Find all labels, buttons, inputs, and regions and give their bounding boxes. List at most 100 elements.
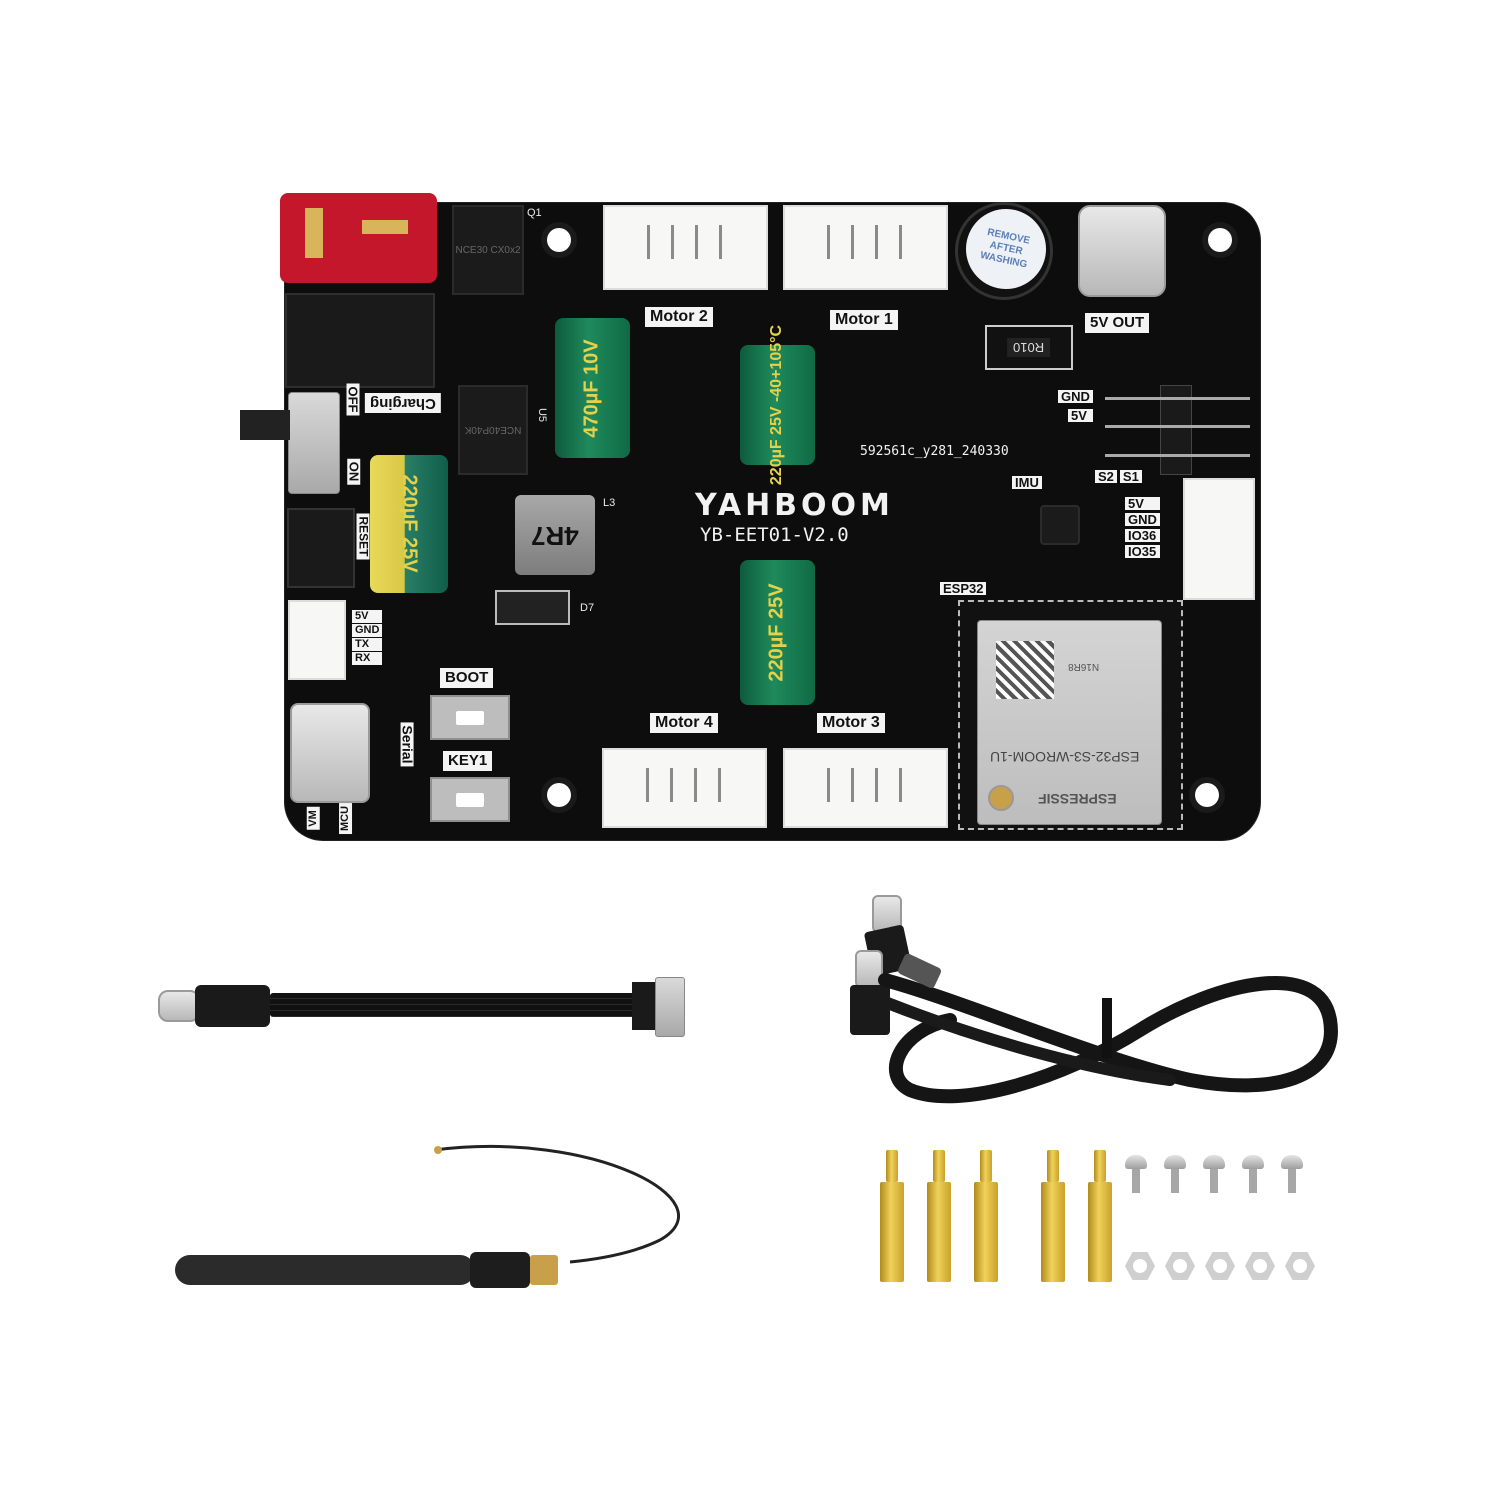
key1-button[interactable] [430, 777, 510, 822]
hex-nuts [1125, 1252, 1315, 1280]
silk-motor-1: Motor 1 [830, 310, 898, 330]
hex-nut [1285, 1252, 1315, 1280]
connector-terminal [305, 208, 323, 258]
serial-usb-c-port[interactable] [290, 703, 370, 803]
servo-label-s1: S1 [1119, 470, 1142, 483]
yahboom-logo: YAHBOOM [695, 488, 894, 523]
mounting-hole [547, 783, 571, 807]
io-connector [1183, 478, 1255, 600]
qr-code [996, 641, 1054, 699]
hex-nut [1125, 1252, 1155, 1280]
brass-standoffs [880, 1150, 1112, 1282]
screws [1125, 1155, 1303, 1195]
capacitor-marking: 220µF 25V -40+105°C [768, 324, 786, 486]
inductor-marking: 4R7 [531, 520, 579, 551]
uart-label-gnd: GND [352, 624, 383, 637]
usb-a-plug [655, 977, 685, 1037]
right-angle-usb-c-housing [850, 985, 890, 1035]
5v-out-usb-c-port[interactable] [1078, 205, 1166, 297]
button-cap [456, 710, 484, 725]
capacitor-470uf: 470µF 10V [555, 318, 630, 458]
brass-standoff [880, 1150, 904, 1282]
screw [1242, 1155, 1264, 1195]
connector-terminal [362, 220, 408, 234]
power-slide-switch[interactable] [288, 392, 340, 494]
diode-d7 [495, 590, 570, 625]
silk-5v-out: 5V OUT [1085, 313, 1150, 333]
mounting-hole [1208, 228, 1232, 252]
buzzer: REMOVE AFTER WASHING [958, 201, 1054, 297]
inductor-l3: 4R7 [515, 495, 595, 575]
motor-1-connector [783, 205, 948, 290]
chip-marking: NCE30 CX0x2 [455, 244, 521, 256]
io-label-io36: IO36 [1125, 529, 1160, 542]
servo-label-5v: 5V [1068, 409, 1093, 422]
capacitor-marking: 220µF 25V [398, 474, 421, 574]
servo-label-s2: S2 [1095, 470, 1117, 483]
silk-charging: Charging [365, 393, 441, 413]
screw [1164, 1155, 1186, 1195]
silk-serial: Serial [400, 722, 416, 767]
silk-off: OFF [346, 383, 361, 416]
brass-standoff [974, 1150, 998, 1282]
capacitor-220uf-bottom: 220µF 25V [740, 560, 815, 705]
brass-standoff [1088, 1150, 1112, 1282]
module-variant: N16R8 [1068, 661, 1100, 672]
silk-vm: VM [306, 807, 320, 830]
io-pin-labels: 5V GND IO36 IO35 [1125, 497, 1160, 558]
hex-nut [1165, 1252, 1195, 1280]
uart-label-rx: RX [352, 652, 383, 665]
silk-esp32: ESP32 [940, 582, 987, 595]
dc-jack [285, 293, 435, 388]
capacitor-marking: 220µF 25V [766, 583, 789, 682]
hex-nut [1245, 1252, 1275, 1280]
flat-usb-cable [270, 993, 640, 1017]
usb-c-housing [195, 985, 270, 1027]
switch-lever[interactable] [240, 410, 290, 440]
silk-mcu: MCU [339, 802, 353, 835]
module-model: ESP32-S3-WROOM-1U [990, 749, 1140, 765]
braided-usb-cable [874, 953, 1338, 1104]
servo-pin-header [1160, 385, 1192, 475]
silk-q1: Q1 [527, 207, 542, 219]
shunt-resistor: R010 [985, 325, 1073, 370]
servo-signal-labels: S2 S1 [1095, 470, 1142, 483]
screw [1281, 1155, 1303, 1195]
capacitor-marking: 470µF 10V [581, 338, 604, 438]
boot-button[interactable] [430, 695, 510, 740]
silk-reset: RESET [356, 513, 371, 560]
silk-on: ON [346, 458, 361, 485]
silk-d7: D7 [580, 602, 595, 614]
chip-marking: NCE40P40K [464, 424, 522, 436]
motor-3-connector [783, 748, 948, 828]
motor-4-connector [602, 748, 767, 828]
silk-u5: U5 [536, 407, 549, 423]
io-label-gnd: GND [1125, 513, 1160, 526]
servo-pin-labels: GND 5V [1058, 390, 1093, 422]
uart-label-5v: 5V [352, 610, 383, 623]
io-label-5v: 5V [1125, 497, 1160, 510]
servo-label-gnd: GND [1058, 390, 1093, 403]
brass-standoff [1041, 1150, 1065, 1282]
mounting-hole [547, 228, 571, 252]
resistor-marking: R010 [1007, 338, 1051, 357]
board-model: YB-EET01-V2.0 [700, 524, 849, 546]
silk-imu: IMU [1012, 476, 1042, 489]
module-manufacturer: ESPRESSIF [1038, 791, 1117, 807]
silk-motor-4: Motor 4 [650, 713, 718, 733]
usb-c-plug [158, 990, 200, 1022]
header-pin [1105, 425, 1250, 428]
hex-nut [1205, 1252, 1235, 1280]
mosfet-q1: NCE30 CX0x2 [452, 205, 524, 295]
header-pin [1105, 454, 1250, 457]
io-label-io35: IO35 [1125, 545, 1160, 558]
screw [1125, 1155, 1147, 1195]
capacitor-220uf-top: 220µF 25V -40+105°C [740, 325, 815, 485]
board-serial-code: 592561c_y281_240330 [860, 444, 1009, 459]
uart-connector [288, 600, 346, 680]
uart-label-tx: TX [352, 638, 383, 651]
button-cap [456, 792, 484, 807]
wifi-antenna [175, 1145, 680, 1288]
brass-standoff [927, 1150, 951, 1282]
reset-button[interactable] [287, 508, 355, 588]
